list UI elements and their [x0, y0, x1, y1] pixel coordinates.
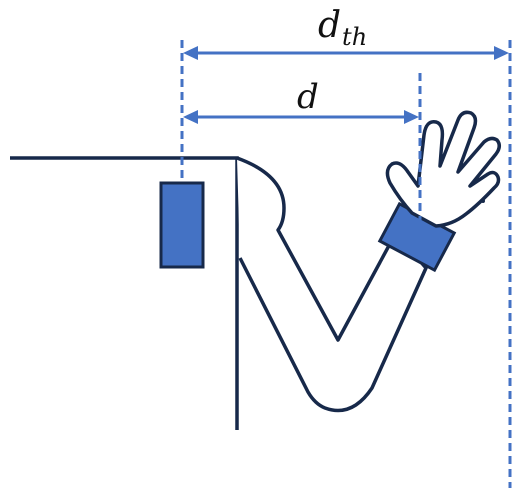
dashed-lines: [180, 40, 512, 488]
hand-dot: [481, 199, 485, 203]
d-th-subscript: th: [342, 23, 368, 51]
hand-icon: [385, 110, 501, 228]
d-label: d: [297, 77, 319, 117]
dth-arrow: [183, 46, 509, 60]
d-th-main-text: d: [318, 5, 342, 46]
d-th-label: dth: [318, 5, 367, 50]
d-arrow: [183, 110, 419, 124]
sensor-block: [159, 181, 205, 269]
hand-palm: [385, 110, 501, 228]
